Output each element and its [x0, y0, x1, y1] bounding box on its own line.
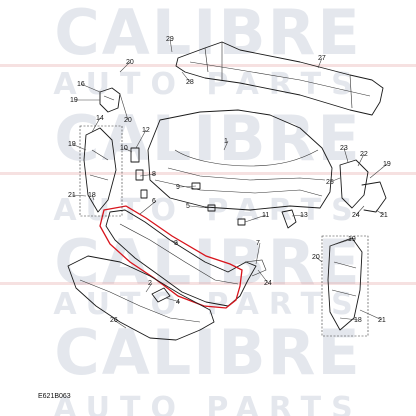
callout-leader	[343, 147, 349, 163]
watermark-line: AUTO PARTS	[53, 391, 363, 416]
part-number-callout: 7	[256, 240, 260, 247]
part-number-callout: 21	[68, 192, 76, 199]
part-number-callout: 11	[262, 212, 269, 219]
callout-leader	[119, 93, 129, 121]
callout-leader	[339, 317, 359, 321]
part-number-callout: 5	[186, 203, 190, 210]
lower-valance-part	[105, 209, 267, 307]
diagram-reference-code: E621B063	[38, 393, 71, 400]
part-number-callout: 6	[152, 198, 156, 205]
part-number-callout: 23	[340, 145, 348, 152]
callout-leader	[369, 163, 388, 179]
callout-leader	[71, 194, 87, 197]
callout-leader	[291, 214, 305, 217]
callout-leader	[329, 177, 341, 183]
left-group-box	[79, 125, 123, 217]
part-number-callout: 18	[354, 317, 362, 324]
part-number-callout: 19	[68, 141, 76, 148]
part-number-callout: 24	[264, 280, 272, 287]
part-number-callout: 19	[348, 236, 356, 243]
callout-leader	[223, 140, 229, 151]
callout-leader	[123, 147, 133, 153]
part-number-callout: 20	[126, 59, 134, 66]
callout-leader	[169, 239, 179, 244]
part-number-callout: 8	[152, 171, 156, 178]
part-number-callout: 22	[360, 151, 368, 158]
watermark-rule	[0, 282, 416, 285]
callout-leader	[80, 83, 101, 93]
part-number-callout: 28	[186, 79, 194, 86]
callout-leader	[145, 282, 153, 293]
part-number-callout: 24	[352, 212, 360, 219]
callout-leader	[139, 173, 157, 177]
part-number-callout: 21	[380, 212, 388, 219]
part-number-callout: 29	[166, 36, 174, 43]
part-number-callout: 19	[383, 161, 391, 168]
part-number-callout: 20	[124, 117, 132, 124]
watermark-rule	[0, 172, 416, 175]
part-number-callout: 1	[224, 138, 228, 145]
part-number-callout: 26	[110, 317, 118, 324]
watermark-line: AUTO PARTS	[53, 67, 363, 102]
part-number-callout: 19	[70, 97, 78, 104]
watermark-line: AUTO PARTS	[53, 287, 363, 322]
left-side-bracket-part	[83, 127, 117, 213]
bumper-cover-part	[147, 109, 333, 211]
part-number-callout: 2	[148, 280, 152, 287]
part-number-callout: 16	[77, 81, 85, 88]
callout-leader	[315, 256, 323, 263]
callout-leader	[91, 194, 95, 201]
callout-leader	[135, 129, 147, 149]
impact-beam-part	[175, 41, 384, 116]
callout-leader	[71, 143, 87, 151]
right-lower-bracket-part	[327, 237, 363, 331]
callout-leader	[244, 214, 267, 223]
callout-leader	[165, 297, 181, 303]
callout-leader	[359, 309, 383, 321]
part-number-callout: 3	[174, 240, 178, 247]
callout-leader	[139, 200, 157, 215]
part-number-callout: 12	[142, 127, 150, 134]
part-number-callout: 27	[318, 55, 326, 62]
part-number-callout: 25	[326, 179, 334, 186]
watermark-line: CALIBRE	[54, 102, 362, 175]
left-clips-part	[130, 147, 148, 199]
right-group-box	[321, 235, 369, 337]
part-number-callout: 20	[312, 254, 320, 261]
watermark-line: CALIBRE	[54, 316, 362, 389]
callout-leader	[113, 319, 127, 329]
part-number-callout: 21	[378, 317, 386, 324]
upper-left-bracket-part	[99, 87, 121, 113]
part-number-callout: 4	[176, 299, 180, 306]
part-number-callout: 13	[300, 212, 308, 219]
callout-leader	[329, 238, 353, 247]
callout-leader	[91, 117, 101, 133]
callout-leader	[119, 61, 131, 73]
callout-leader	[181, 71, 191, 83]
callout-leader	[357, 153, 365, 167]
part-number-callout: 9	[176, 184, 180, 191]
callout-leader	[375, 209, 385, 216]
callout-leader	[189, 205, 209, 209]
callout-leader	[317, 57, 323, 69]
highlight-outline	[99, 205, 243, 309]
lower-diffuser-part	[67, 255, 215, 341]
callout-leader	[257, 269, 269, 284]
part-number-callout: 14	[96, 115, 104, 122]
callout-leader	[255, 242, 261, 265]
watermark-line: CALIBRE	[54, 0, 362, 69]
part-number-callout: 18	[88, 192, 96, 199]
callout-leader	[355, 205, 365, 216]
part-number-callout: 10	[120, 145, 128, 152]
watermark-rule	[0, 64, 416, 67]
callout-leader	[169, 38, 173, 53]
middle-clips-part	[191, 182, 297, 229]
callout-leader	[179, 185, 197, 188]
right-bracket-part	[339, 159, 387, 213]
